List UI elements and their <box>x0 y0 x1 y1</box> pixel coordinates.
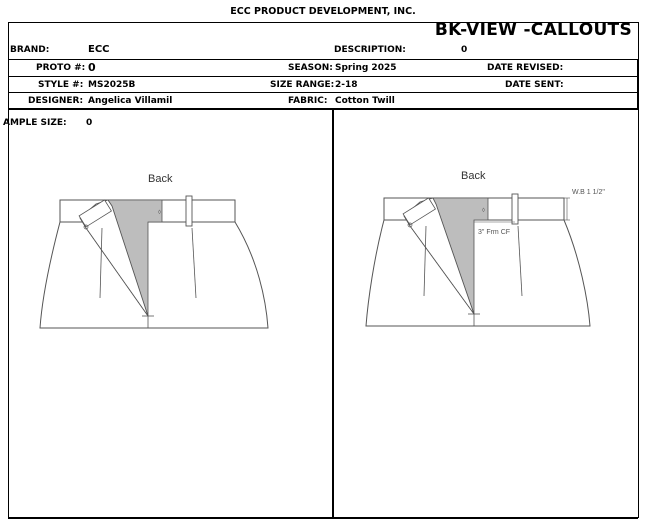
header-row-divider-1 <box>8 76 638 77</box>
left-border <box>8 22 9 518</box>
season-label: SEASON: <box>288 63 333 73</box>
sample-size-value: 0 <box>86 118 93 128</box>
sample-size-label: AMPLE SIZE: <box>3 118 67 128</box>
description-value: 0 <box>461 45 468 55</box>
proto-label: PROTO #: <box>36 63 86 73</box>
date-revised-label: DATE REVISED: <box>487 63 564 73</box>
fabric-label: FABRIC: <box>288 96 328 106</box>
svg-text:◊: ◊ <box>158 209 161 216</box>
panels-bottom-border <box>8 517 638 519</box>
from-cf-callout-label: 3" Frm CF <box>478 229 510 236</box>
season-value: Spring 2025 <box>335 63 397 73</box>
panels-top-border <box>8 109 638 110</box>
sheet-title: BK-VIEW -CALLOUTS <box>434 20 632 40</box>
fabric-value: Cotton Twill <box>335 96 395 106</box>
style-label: STYLE #: <box>38 80 84 90</box>
company-name: ECC PRODUCT DEVELOPMENT, INC. <box>230 6 416 17</box>
right-border <box>638 22 639 518</box>
size-range-label: SIZE RANGE: <box>270 80 335 90</box>
top-border <box>8 22 638 23</box>
svg-text:◊: ◊ <box>482 207 485 214</box>
style-value: MS2025B <box>88 80 136 90</box>
size-range-value: 2-18 <box>335 80 358 90</box>
date-sent-label: DATE SENT: <box>505 80 564 90</box>
proto-value: 0 <box>88 61 96 74</box>
brand-value: ECC <box>88 44 110 55</box>
header-row-divider-2 <box>8 92 638 93</box>
right-sketch-label: Back <box>461 170 486 182</box>
waistband-callout-label: W.B 1 1/2" <box>572 189 605 196</box>
designer-value: Angelica Villamil <box>88 96 173 106</box>
description-label: DESCRIPTION: <box>334 45 406 55</box>
left-back-sketch: Back ◊ <box>39 173 269 329</box>
designer-label: DESIGNER: <box>28 96 84 106</box>
brand-label: BRAND: <box>10 45 50 55</box>
panel-divider <box>332 109 334 518</box>
right-back-sketch: Back W.B 1 1/2" 3" Frm CF ◊ <box>365 170 605 327</box>
left-sketch-label: Back <box>148 173 173 185</box>
header-info-box <box>8 59 638 109</box>
